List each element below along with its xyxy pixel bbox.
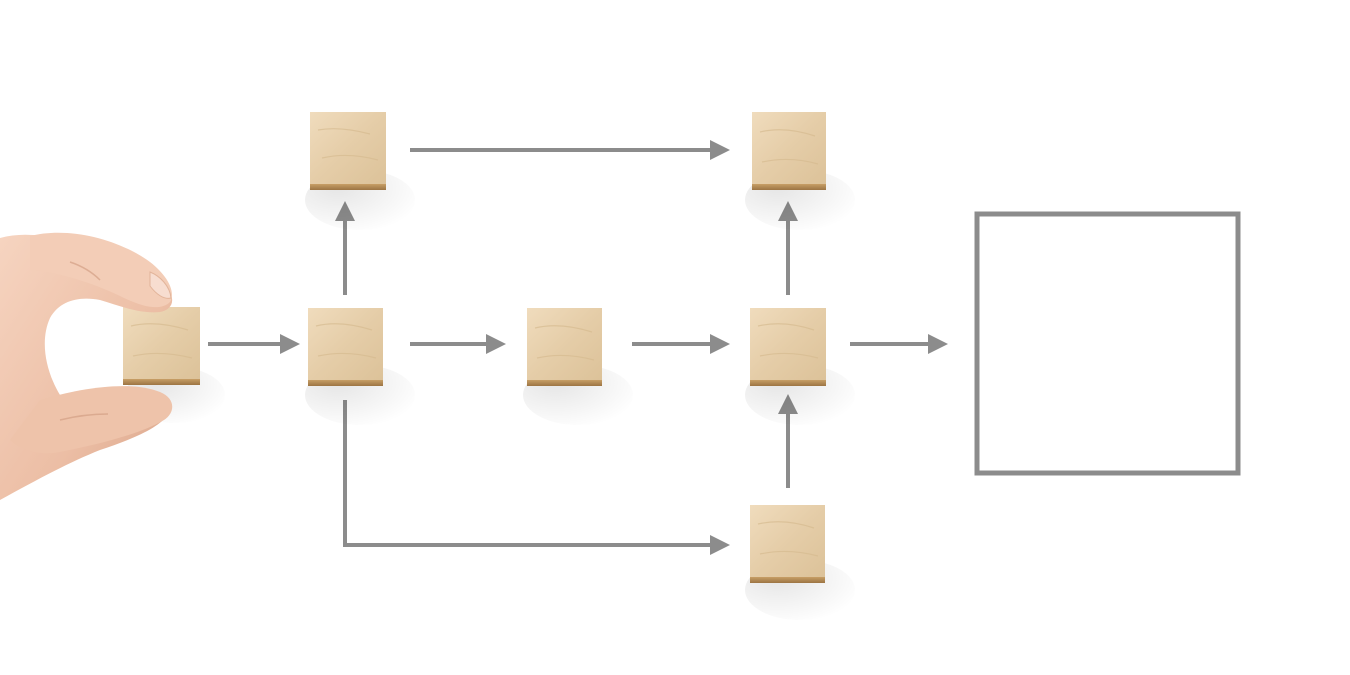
wood-block-hub <box>308 308 383 386</box>
wood-block-bottom <box>750 505 825 583</box>
empty-frame <box>974 211 1241 476</box>
wood-block-middle <box>527 308 602 386</box>
arrow-group <box>208 140 948 555</box>
wood-block-top-right <box>752 112 826 190</box>
hand <box>0 232 173 500</box>
block-shadows <box>125 170 855 620</box>
wood-block-held <box>123 307 200 385</box>
wood-block-top-left <box>310 112 386 190</box>
wood-block-right <box>750 308 826 386</box>
arrow-hub-down-across <box>343 400 730 555</box>
